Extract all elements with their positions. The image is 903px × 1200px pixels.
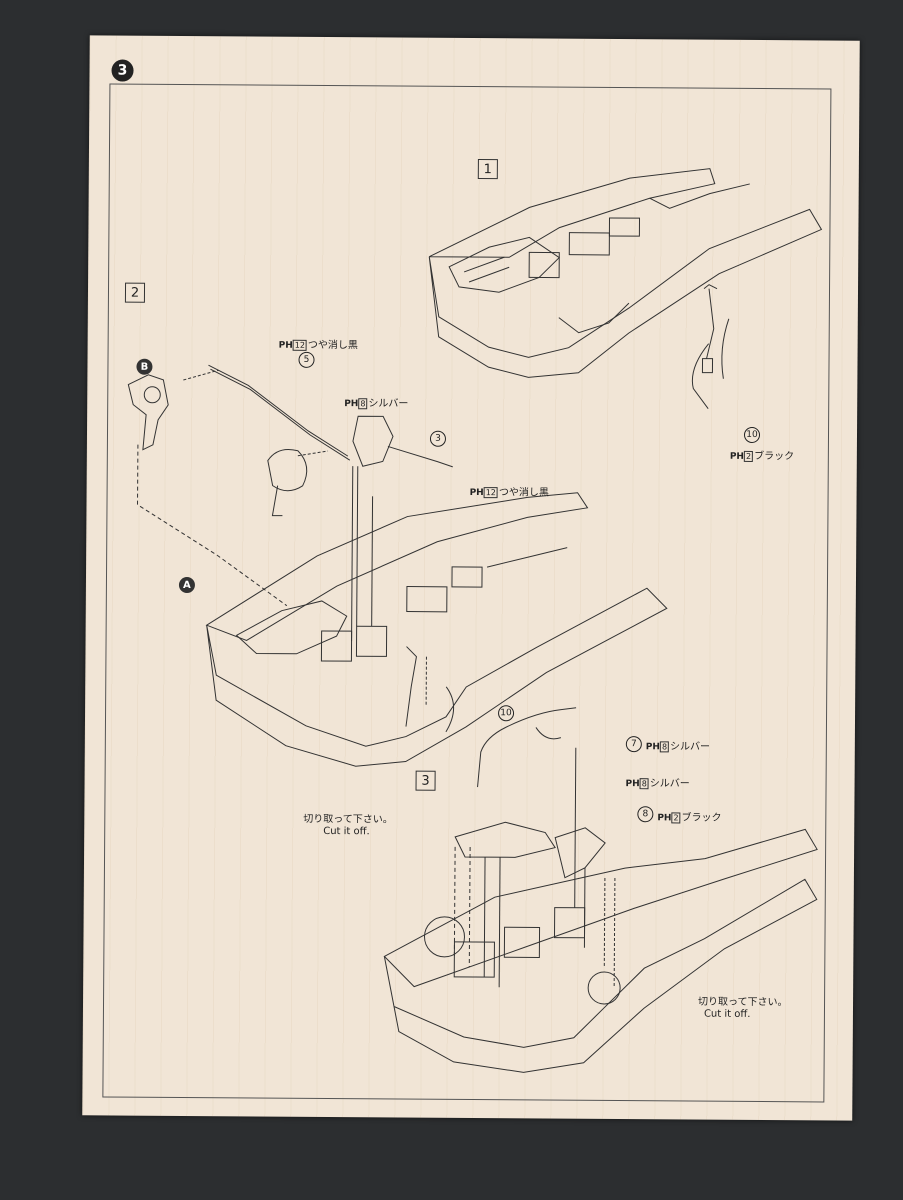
- s3-part-8-callout: 8: [637, 806, 654, 823]
- s2-chassis-drawing: [205, 492, 668, 767]
- section-2-number: 2: [124, 282, 146, 303]
- section-3-number: 3: [415, 770, 436, 791]
- s3-part-7-callout: 7: [625, 736, 642, 753]
- s2-part-5-callout: 5: [298, 351, 315, 368]
- s3-cut-note-right-jp: 切り取って下さい。: [698, 996, 788, 1009]
- s3-cut-note-left-en: Cut it off.: [323, 825, 370, 838]
- s1-part10-drawing: [701, 284, 718, 374]
- s2-arrows: [137, 369, 427, 707]
- s2-part-10-callout: 10: [498, 705, 515, 722]
- s3-chassis-drawing: [383, 707, 818, 1073]
- s3-cut-note-left-jp: 切り取って下さい。: [303, 813, 393, 826]
- s3-arrows: [453, 747, 616, 989]
- section-1-number: 1: [477, 159, 498, 180]
- s2-parts-drawing: [127, 364, 453, 727]
- s1-part-10-callout: 10: [743, 426, 761, 444]
- s3-cut-note-right-en: Cut it off.: [703, 1008, 751, 1020]
- s2-part-3-callout: 3: [429, 430, 447, 447]
- s1-chassis-drawing: [428, 168, 823, 409]
- assembly-drawings: [127, 168, 823, 1073]
- step-badge: 3: [111, 59, 134, 82]
- instruction-sheet: 3: [82, 35, 860, 1121]
- s2-mark-a: A: [178, 576, 195, 594]
- s2-mark-b: B: [136, 358, 153, 375]
